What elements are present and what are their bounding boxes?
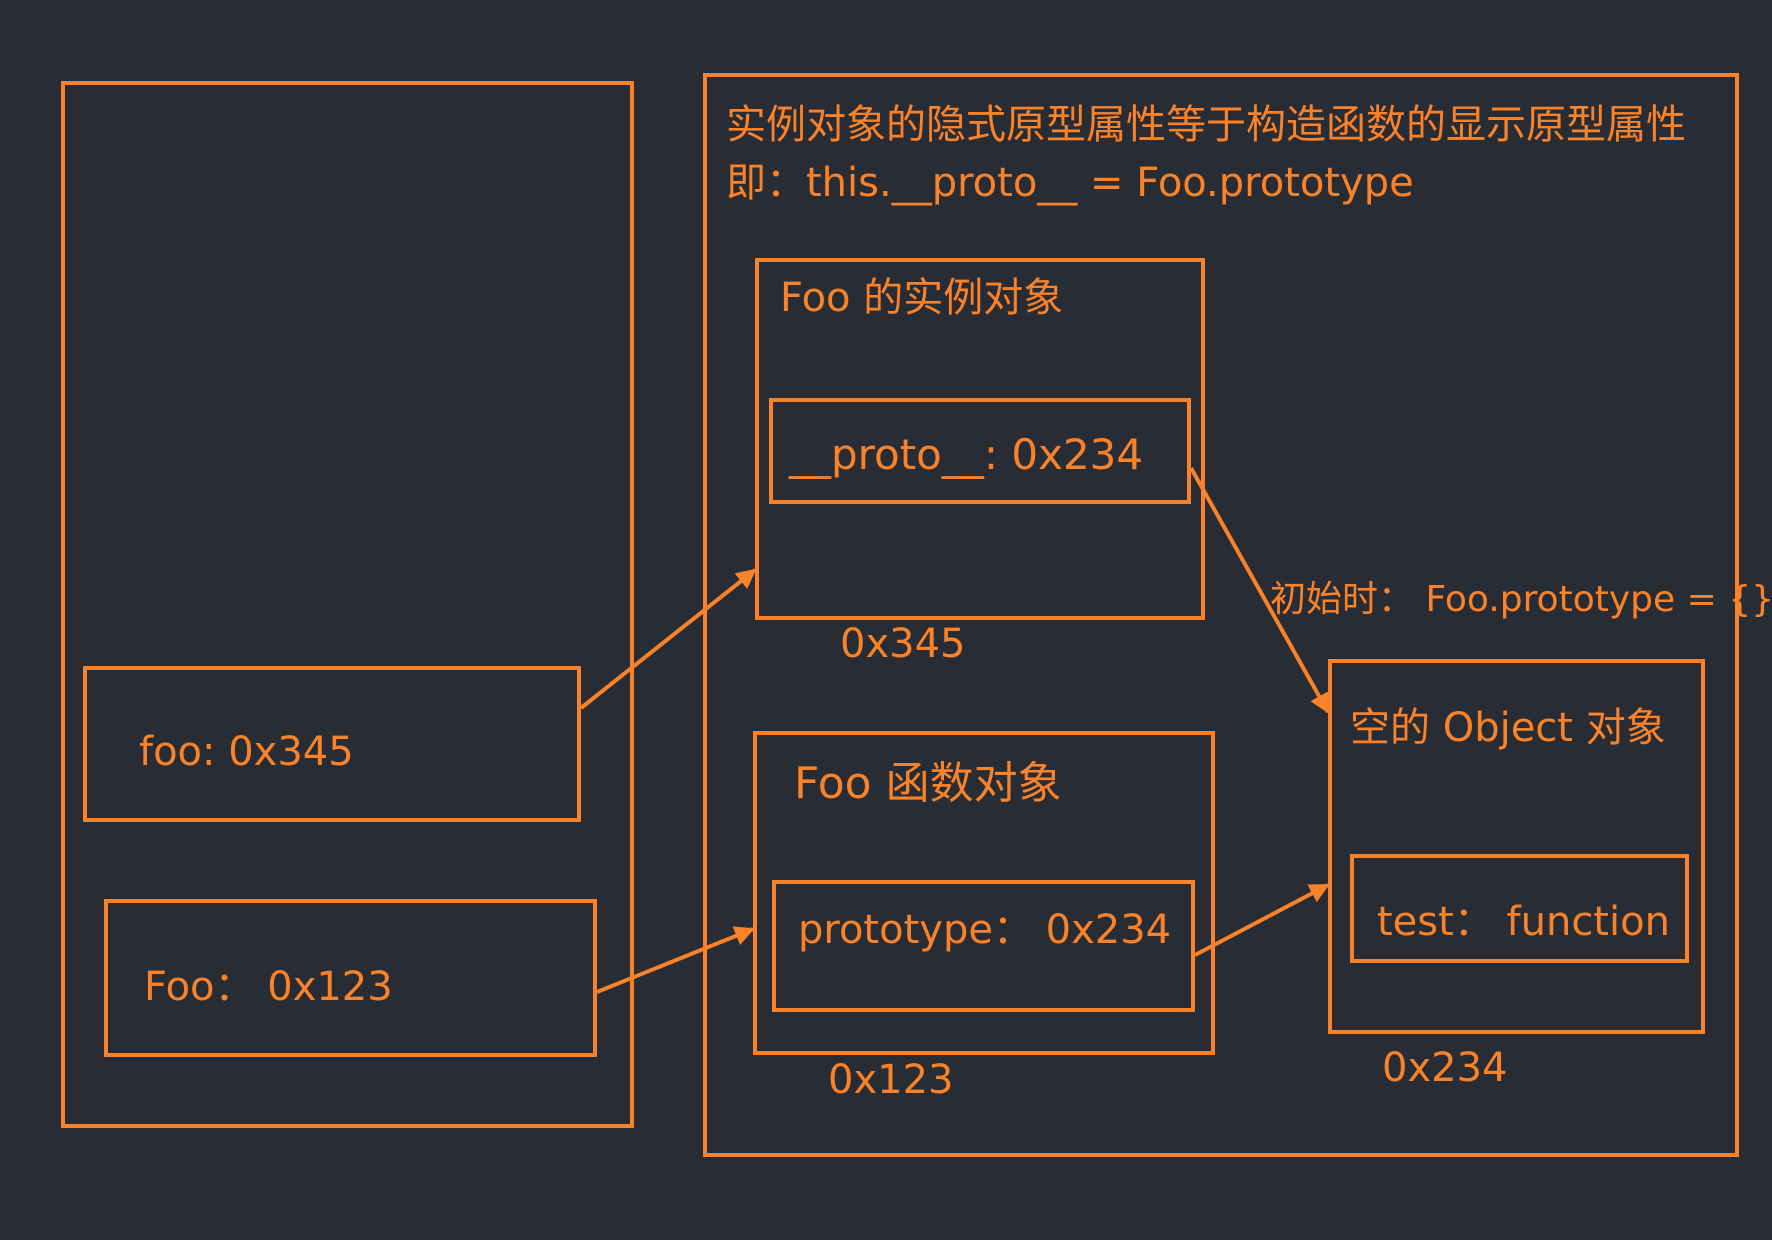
header-line-2: 即：this.__proto__ = Foo.prototype — [726, 160, 1414, 206]
proto-field-label: __proto__: 0x234 — [789, 430, 1144, 479]
instance-object-box — [755, 258, 1205, 620]
foo-variable-box — [83, 666, 581, 822]
test-field-box — [1350, 854, 1689, 963]
object-address: 0x234 — [1382, 1045, 1508, 1091]
empty-object-title: 空的 Object 对象 — [1350, 705, 1666, 751]
instance-address: 0x345 — [840, 621, 966, 667]
foo-variable-label: foo: 0x345 — [139, 729, 354, 775]
proto-field-box — [769, 398, 1191, 504]
test-field-label: test： function — [1377, 899, 1670, 945]
header-line-1: 实例对象的隐式原型属性等于构造函数的显示原型属性 — [726, 102, 1686, 148]
function-address: 0x123 — [828, 1057, 954, 1103]
function-object-title: Foo 函数对象 — [794, 758, 1062, 809]
initial-note: 初始时： Foo.prototype = {} — [1270, 579, 1772, 620]
empty-object-box — [1328, 659, 1705, 1034]
prototype-field-box — [772, 880, 1195, 1012]
prototype-field-label: prototype： 0x234 — [798, 907, 1172, 953]
Foo-variable-box — [104, 899, 597, 1057]
instance-object-title: Foo 的实例对象 — [780, 275, 1064, 321]
Foo-variable-label: Foo： 0x123 — [144, 964, 393, 1010]
